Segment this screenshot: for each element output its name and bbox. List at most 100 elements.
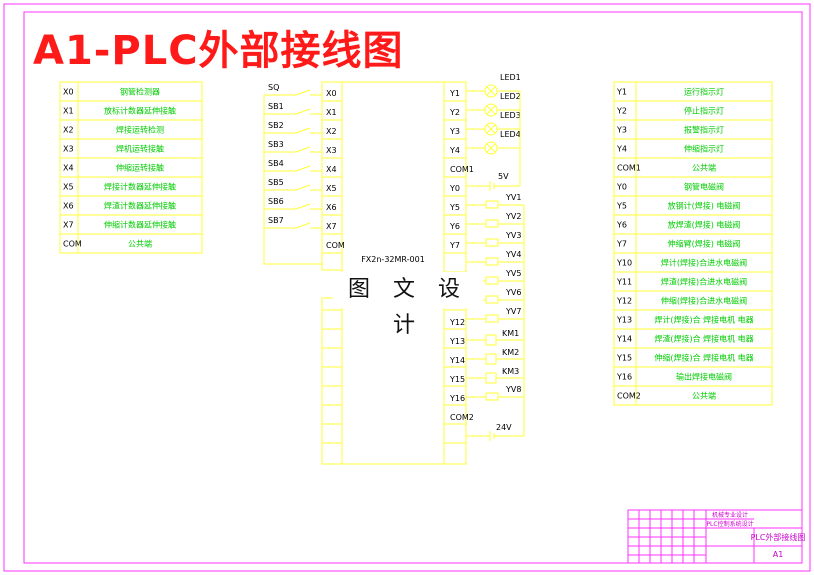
input-addr-x5: X5 (63, 183, 74, 192)
input-desc-x5: 焊接计数器延伸接触 (104, 182, 176, 192)
output-addr-y4: Y4 (616, 145, 627, 154)
input-addr-x6: X6 (63, 202, 74, 211)
supply-5v-label: 5V (498, 172, 509, 181)
input-addr-x3: X3 (63, 145, 74, 154)
input-device-sb3: SB3 (268, 140, 284, 149)
output-desc-y13: 焊计(焊接)合 焊接电机 电器 (654, 315, 753, 325)
plc-input-x4: X4 (326, 165, 337, 174)
input-desc-com: 公共端 (128, 239, 152, 249)
output-addr-y5: Y5 (616, 202, 627, 211)
output-desc-y6: 放焊渣(焊接) 电磁阀 (668, 220, 741, 230)
input-desc-x0: 钢管检测器 (120, 87, 160, 97)
input-desc-x2: 焊接运转检测 (116, 125, 164, 135)
watermark-text: 图 文 设 计 (333, 272, 483, 338)
valve-coil-icon (485, 238, 499, 247)
switch-contact (295, 203, 311, 210)
plc-input-x0: X0 (326, 89, 337, 98)
plc-diagram: FX2n-32MR-001X0X1X2X3X4X5X6X7COMSQSB1SB2… (263, 73, 525, 465)
valve-coil-icon (485, 392, 499, 401)
relay-coil-icon (485, 353, 497, 365)
output-addr-y1: Y1 (616, 88, 627, 97)
output-desc-y12: 伸缩(焊接)合进水电磁阀 (661, 296, 747, 306)
switch-contact (295, 146, 311, 153)
output-desc-y15: 伸缩(焊接)合 焊接电机 电器 (654, 353, 753, 363)
input-device-sb7: SB7 (268, 216, 284, 225)
output-addr-y3: Y3 (616, 126, 627, 135)
output-desc-y0: 钢管电磁阀 (684, 182, 724, 192)
plc-output-y5: Y5 (449, 203, 460, 212)
plc-output-y3: Y3 (449, 127, 460, 136)
plc-input-x2: X2 (326, 127, 337, 136)
plc-input-x3: X3 (326, 146, 337, 155)
input-addr-x4: X4 (63, 164, 74, 173)
plc-output-y16: Y16 (449, 394, 465, 403)
input-addr-com: COM (63, 240, 82, 249)
led-cross (486, 124, 496, 134)
output-desc-y11: 焊渣(焊接)合进水电磁阀 (661, 277, 747, 287)
plc-output-y1: Y1 (449, 89, 460, 98)
plc-output-y6: Y6 (449, 222, 460, 231)
led-label-4: LED4 (500, 130, 521, 139)
switch-contact (295, 89, 311, 96)
switch-contact (295, 165, 311, 172)
input-device-sq: SQ (268, 83, 279, 92)
valve-label-yv4: YV4 (505, 250, 521, 259)
output-addr-com1: COM1 (617, 164, 641, 173)
output-addr-y13: Y13 (616, 316, 632, 325)
title-drawing-name: PLC外部接线图 (751, 532, 806, 542)
inner-frame (23, 11, 803, 564)
title-sheet: A1 (773, 550, 784, 559)
valve-coil-icon (485, 276, 499, 285)
plc-input-x5: X5 (326, 184, 337, 193)
input-device-sb5: SB5 (268, 178, 284, 187)
plc-output-y14: Y14 (449, 356, 465, 365)
plc-output-y0: Y0 (449, 184, 460, 193)
valve-label-yv7: YV7 (505, 307, 521, 316)
led-cross (486, 143, 496, 153)
relay-label-km2: KM2 (502, 348, 519, 357)
plc-output-y12: Y12 (449, 318, 465, 327)
title-company: 机械专业设计 (712, 511, 748, 519)
output-addr-y16: Y16 (616, 373, 632, 382)
input-desc-x3: 焊机运转接触 (116, 144, 164, 154)
output-desc-com2: 公共端 (692, 391, 716, 401)
output-desc-y16: 输出焊接电磁阀 (676, 372, 732, 382)
output-desc-y3: 报警指示灯 (684, 125, 724, 135)
plc-output-y2: Y2 (449, 108, 460, 117)
switch-contact (295, 127, 311, 134)
plc-input-x6: X6 (326, 203, 337, 212)
valve-label-yv8: YV8 (505, 385, 521, 394)
supply-24v-label: 24V (496, 423, 512, 432)
output-addr-y10: Y10 (616, 259, 632, 268)
valve-coil-icon (485, 257, 499, 266)
plc-input-com: COM (326, 241, 345, 250)
output-desc-y1: 运行指示灯 (684, 87, 724, 97)
plc-output-y7: Y7 (449, 241, 460, 250)
output-addr-y14: Y14 (616, 335, 632, 344)
input-device-sb6: SB6 (268, 197, 284, 206)
led-cross (486, 105, 496, 115)
output-desc-y5: 放钢计(焊接) 电磁阀 (668, 201, 741, 211)
led-label-1: LED1 (500, 73, 521, 82)
led-cross (486, 86, 496, 96)
led-label-2: LED2 (500, 92, 521, 101)
input-desc-x1: 放标计数器延伸接触 (104, 106, 176, 116)
plc-output-y4: Y4 (449, 146, 460, 155)
input-device-sb4: SB4 (268, 159, 284, 168)
output-desc-y2: 停止指示灯 (684, 106, 724, 116)
output-desc-com1: 公共端 (692, 163, 716, 173)
switch-contact (295, 222, 311, 229)
output-addr-com2: COM2 (617, 392, 641, 401)
valve-coil-icon (485, 219, 499, 228)
input-device-sb2: SB2 (268, 121, 284, 130)
valve-coil-icon (485, 295, 499, 304)
outer-frame (3, 3, 811, 572)
title-subtitle: PLC控制系统设计 (706, 520, 753, 528)
output-desc-y14: 焊渣(焊接)合 焊接电机 电器 (654, 334, 753, 344)
relay-label-km1: KM1 (502, 329, 519, 338)
led-label-3: LED3 (500, 111, 521, 120)
input-desc-x7: 伸缩计数器延伸接触 (104, 220, 176, 230)
plc-output-y13: Y13 (449, 337, 465, 346)
